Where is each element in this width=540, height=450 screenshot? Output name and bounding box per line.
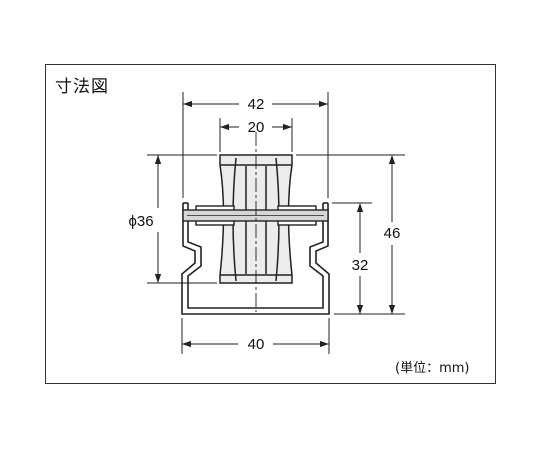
dim-bracket-height: 32 [352, 203, 369, 314]
dim-wheel-diameter-label: ϕ36 [128, 213, 153, 230]
diagram-title: 寸法図 [55, 77, 109, 97]
dim-base-width-label: 40 [248, 336, 265, 353]
extension-lines [147, 92, 405, 354]
dim-overall-width-label: 42 [248, 96, 265, 113]
bracket-inner [187, 203, 324, 309]
bracket-left-side [181, 203, 330, 315]
dim-overall-width: 42 [183, 96, 328, 113]
dim-overall-height-label: 46 [384, 225, 401, 242]
dim-wheel-width: 20 [220, 119, 292, 136]
bracket-outline [181, 202, 330, 315]
dim-wheel-diameter: ϕ36 [128, 155, 162, 283]
dim-wheel-width-label: 20 [248, 119, 265, 136]
dim-overall-height: 46 [384, 155, 401, 314]
diagram-frame [45, 64, 496, 384]
dim-base-width: 40 [182, 336, 329, 353]
axle [182, 205, 329, 226]
dim-bracket-height-label: 32 [352, 257, 369, 274]
unit-label: (単位：mm) [395, 361, 470, 376]
